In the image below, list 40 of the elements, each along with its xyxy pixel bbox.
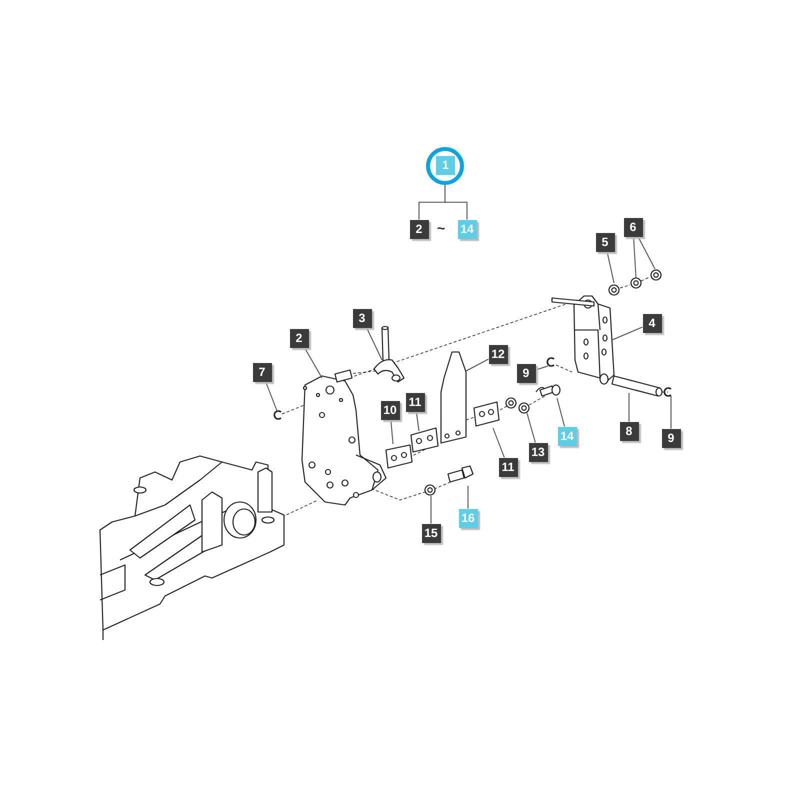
callout-number: 7	[252, 362, 272, 382]
leader-line	[526, 412, 536, 443]
leader-line	[265, 381, 278, 412]
leader-line	[612, 326, 643, 340]
callout-number: 9	[516, 364, 536, 382]
callout-number: 14	[458, 220, 476, 238]
callout-number: 3	[352, 308, 372, 328]
leader-line	[633, 236, 636, 278]
leader-line	[535, 366, 548, 370]
callout-number: 14	[558, 426, 576, 446]
callout-number: 2	[410, 220, 428, 238]
leader-line	[416, 411, 420, 432]
callout-number: 16	[458, 508, 478, 528]
callout-number: 5	[596, 232, 614, 252]
callout-number: 2	[290, 328, 308, 348]
leader-line	[366, 327, 382, 360]
callout-number: 15	[422, 524, 440, 542]
leader-line	[430, 496, 432, 524]
callout-number: 4	[642, 314, 662, 332]
callout-number: 9	[662, 428, 680, 448]
callout-number: 10	[380, 400, 400, 420]
callout-number: 1	[436, 156, 455, 175]
leader-line	[556, 398, 565, 427]
range-tilde: ~	[437, 220, 446, 236]
leader-line	[466, 358, 489, 372]
leader-line	[390, 419, 394, 444]
leader-line	[628, 392, 630, 422]
callout-number: 8	[620, 422, 638, 440]
callout-number: 12	[488, 344, 508, 364]
callout-number: 6	[624, 218, 642, 236]
leader-line	[606, 251, 614, 284]
leader-line	[637, 236, 656, 270]
bracket-line	[444, 184, 468, 220]
leader-line	[670, 396, 672, 429]
highlight-circle	[426, 147, 464, 185]
callout-number: 11	[406, 392, 424, 412]
leader-line	[304, 347, 322, 378]
callout-number: 13	[528, 442, 548, 462]
callout-number: 11	[498, 458, 518, 476]
leader-line	[492, 428, 505, 458]
